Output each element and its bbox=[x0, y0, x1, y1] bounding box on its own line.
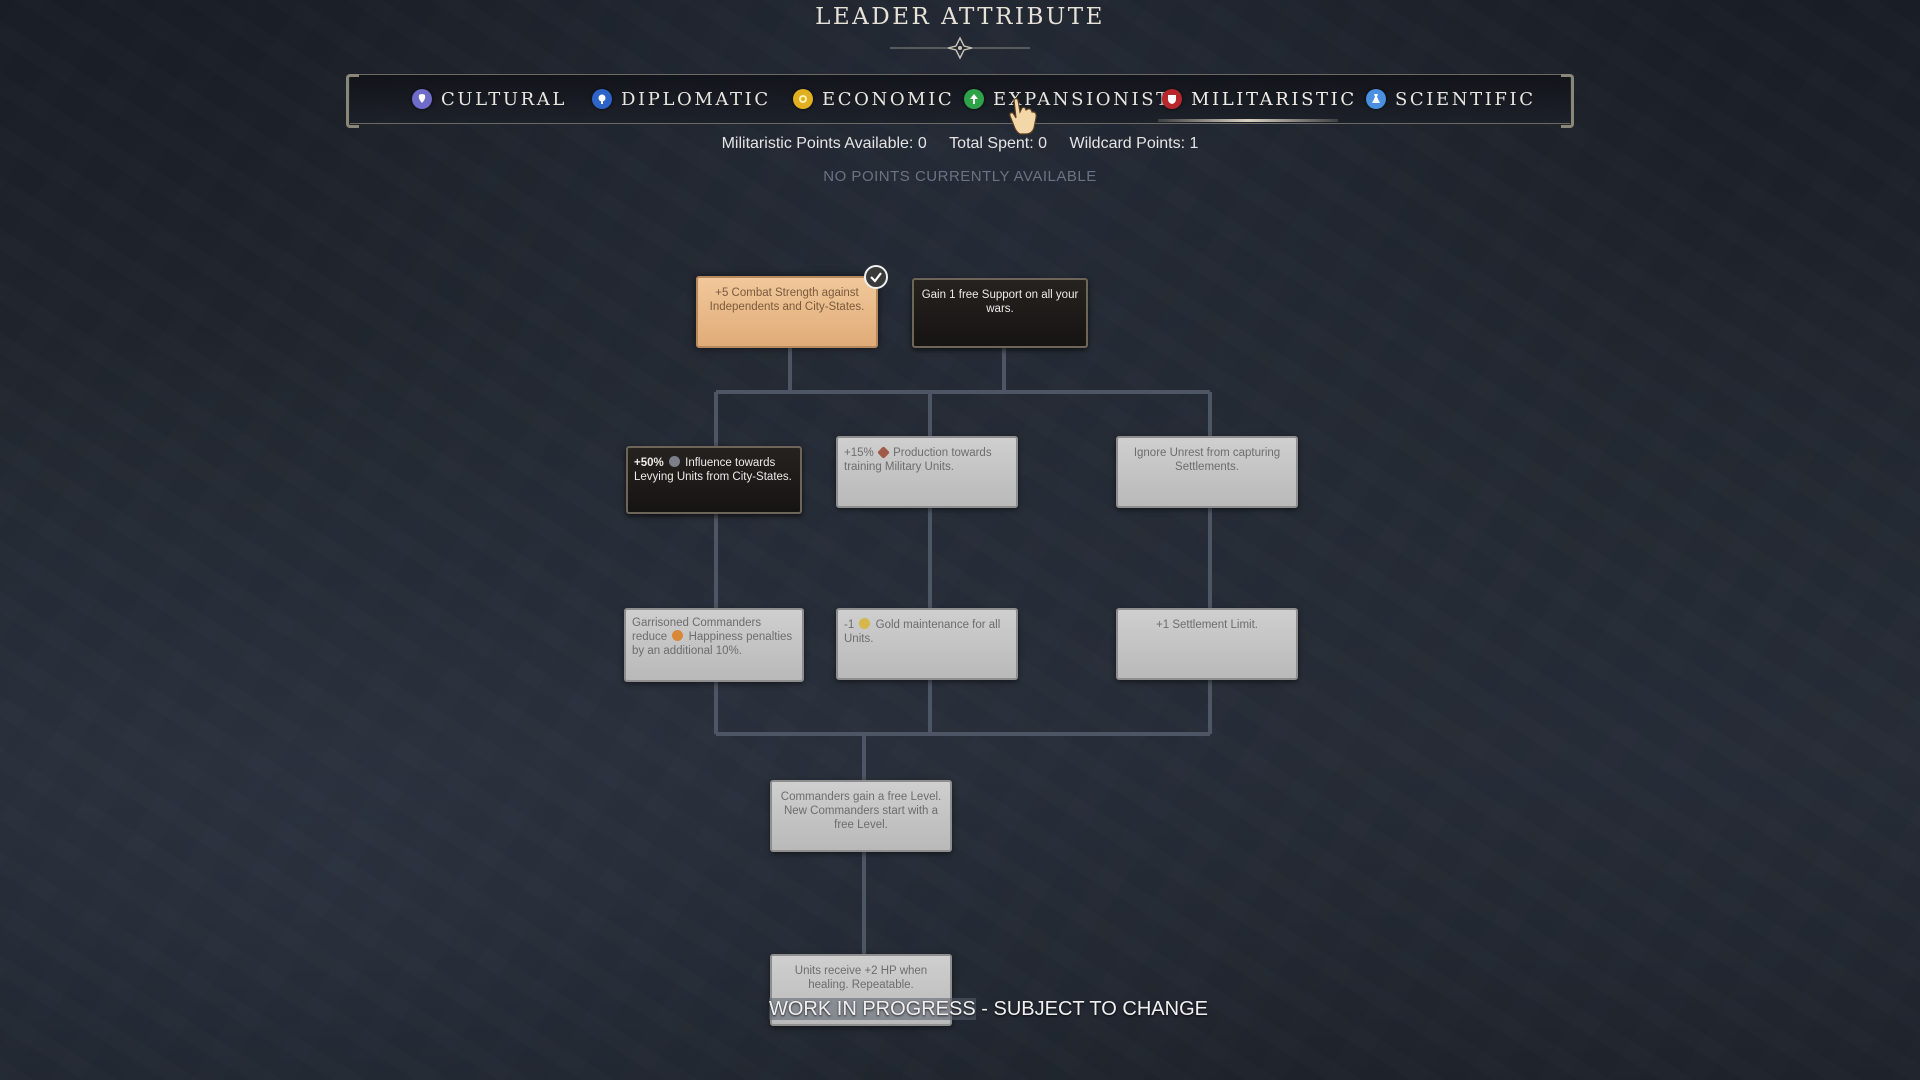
tab-bar-right-bracket bbox=[1561, 74, 1574, 128]
tab-label: EXPANSIONIST bbox=[993, 88, 1171, 110]
tab-diplomatic[interactable]: DIPLOMATIC bbox=[592, 75, 771, 123]
perk-gold-maintenance[interactable]: -1 Gold maintenance for all Units. bbox=[836, 608, 1018, 680]
tab-scientific[interactable]: SCIENTIFIC bbox=[1366, 75, 1536, 123]
tab-militaristic[interactable]: MILITARISTIC bbox=[1162, 75, 1357, 123]
scientific-icon bbox=[1366, 89, 1386, 109]
hand-cursor-icon bbox=[1009, 97, 1037, 135]
active-tab-underline bbox=[1158, 119, 1338, 122]
tab-label: DIPLOMATIC bbox=[621, 88, 771, 110]
wip-text-highlight: WORK IN PROGRESS bbox=[769, 998, 976, 1020]
perk-text-prefix: +15% bbox=[844, 447, 874, 459]
title-ornament-icon bbox=[890, 36, 1030, 60]
diplomatic-icon bbox=[592, 89, 612, 109]
perk-text-prefix: +50% bbox=[634, 457, 664, 469]
expansionist-icon bbox=[964, 89, 984, 109]
tab-label: SCIENTIFIC bbox=[1395, 88, 1536, 110]
tab-cultural[interactable]: CULTURAL bbox=[412, 75, 567, 123]
perk-garrisoned-commanders[interactable]: Garrisoned Commanders reduce Happiness p… bbox=[624, 608, 804, 682]
perk-combat-strength[interactable]: +5 Combat Strength against Independents … bbox=[696, 276, 878, 348]
perk-ignore-unrest[interactable]: Ignore Unrest from capturing Settlements… bbox=[1116, 436, 1298, 508]
tab-bar-left-bracket bbox=[346, 74, 359, 128]
perk-text-prefix: Garrisoned Commanders reduce bbox=[632, 617, 762, 643]
total-spent: Total Spent: 0 bbox=[949, 135, 1048, 152]
tab-label: MILITARISTIC bbox=[1191, 88, 1357, 110]
attribute-tab-bar: CULTURAL DIPLOMATIC ECONOMIC EXPANSIONIS… bbox=[346, 74, 1574, 128]
perk-text: Ignore Unrest from capturing Settlements… bbox=[1133, 447, 1281, 473]
happiness-icon bbox=[672, 630, 684, 641]
perk-text: +1 Settlement Limit. bbox=[1156, 619, 1258, 631]
perk-text: Production towards training Military Uni… bbox=[844, 447, 992, 473]
perk-text-prefix: -1 bbox=[844, 619, 855, 631]
no-points-notice: NO POINTS CURRENTLY AVAILABLE bbox=[823, 168, 1097, 185]
perk-production-military[interactable]: +15% Production towards training Militar… bbox=[836, 436, 1018, 508]
wildcard-points: Wildcard Points: 1 bbox=[1069, 135, 1199, 152]
tab-label: ECONOMIC bbox=[822, 88, 955, 110]
gold-icon bbox=[859, 618, 871, 629]
tab-economic[interactable]: ECONOMIC bbox=[793, 75, 954, 123]
production-icon bbox=[877, 446, 890, 459]
perk-text: Gain 1 free Support on all your wars. bbox=[921, 289, 1079, 315]
perk-text: Happiness penalties by an additional 10%… bbox=[632, 631, 793, 657]
tab-expansionist[interactable]: EXPANSIONIST bbox=[964, 75, 1171, 123]
influence-icon bbox=[668, 456, 680, 467]
wip-text-rest: - SUBJECT TO CHANGE bbox=[975, 998, 1208, 1020]
perk-settlement-limit[interactable]: +1 Settlement Limit. bbox=[1116, 608, 1298, 680]
militaristic-points-available: Militaristic Points Available: 0 bbox=[721, 135, 927, 152]
points-summary: Militaristic Points Available: 0 Total S… bbox=[0, 135, 1920, 153]
perk-text: Units receive +2 HP when healing. Repeat… bbox=[794, 965, 928, 991]
perk-text: +5 Combat Strength against Independents … bbox=[709, 287, 865, 313]
economic-icon bbox=[793, 89, 813, 109]
tab-label: CULTURAL bbox=[441, 88, 567, 110]
page-title: LEADER ATTRIBUTE bbox=[815, 4, 1105, 30]
perk-influence-levy[interactable]: +50% Influence towards Levying Units fro… bbox=[626, 446, 802, 514]
cultural-icon bbox=[412, 89, 432, 109]
checkmark-icon bbox=[864, 265, 888, 289]
perk-text: Gold maintenance for all Units. bbox=[844, 619, 1001, 645]
perk-free-support[interactable]: Gain 1 free Support on all your wars. bbox=[912, 278, 1088, 348]
perk-text: Commanders gain a free Level. New Comman… bbox=[780, 791, 942, 831]
perk-text: Influence towards Levying Units from Cit… bbox=[634, 457, 792, 483]
perk-commander-level[interactable]: Commanders gain a free Level. New Comman… bbox=[770, 780, 952, 852]
work-in-progress-notice: WORK IN PROGRESS - SUBJECT TO CHANGE bbox=[769, 998, 1208, 1021]
militaristic-icon bbox=[1162, 89, 1182, 109]
